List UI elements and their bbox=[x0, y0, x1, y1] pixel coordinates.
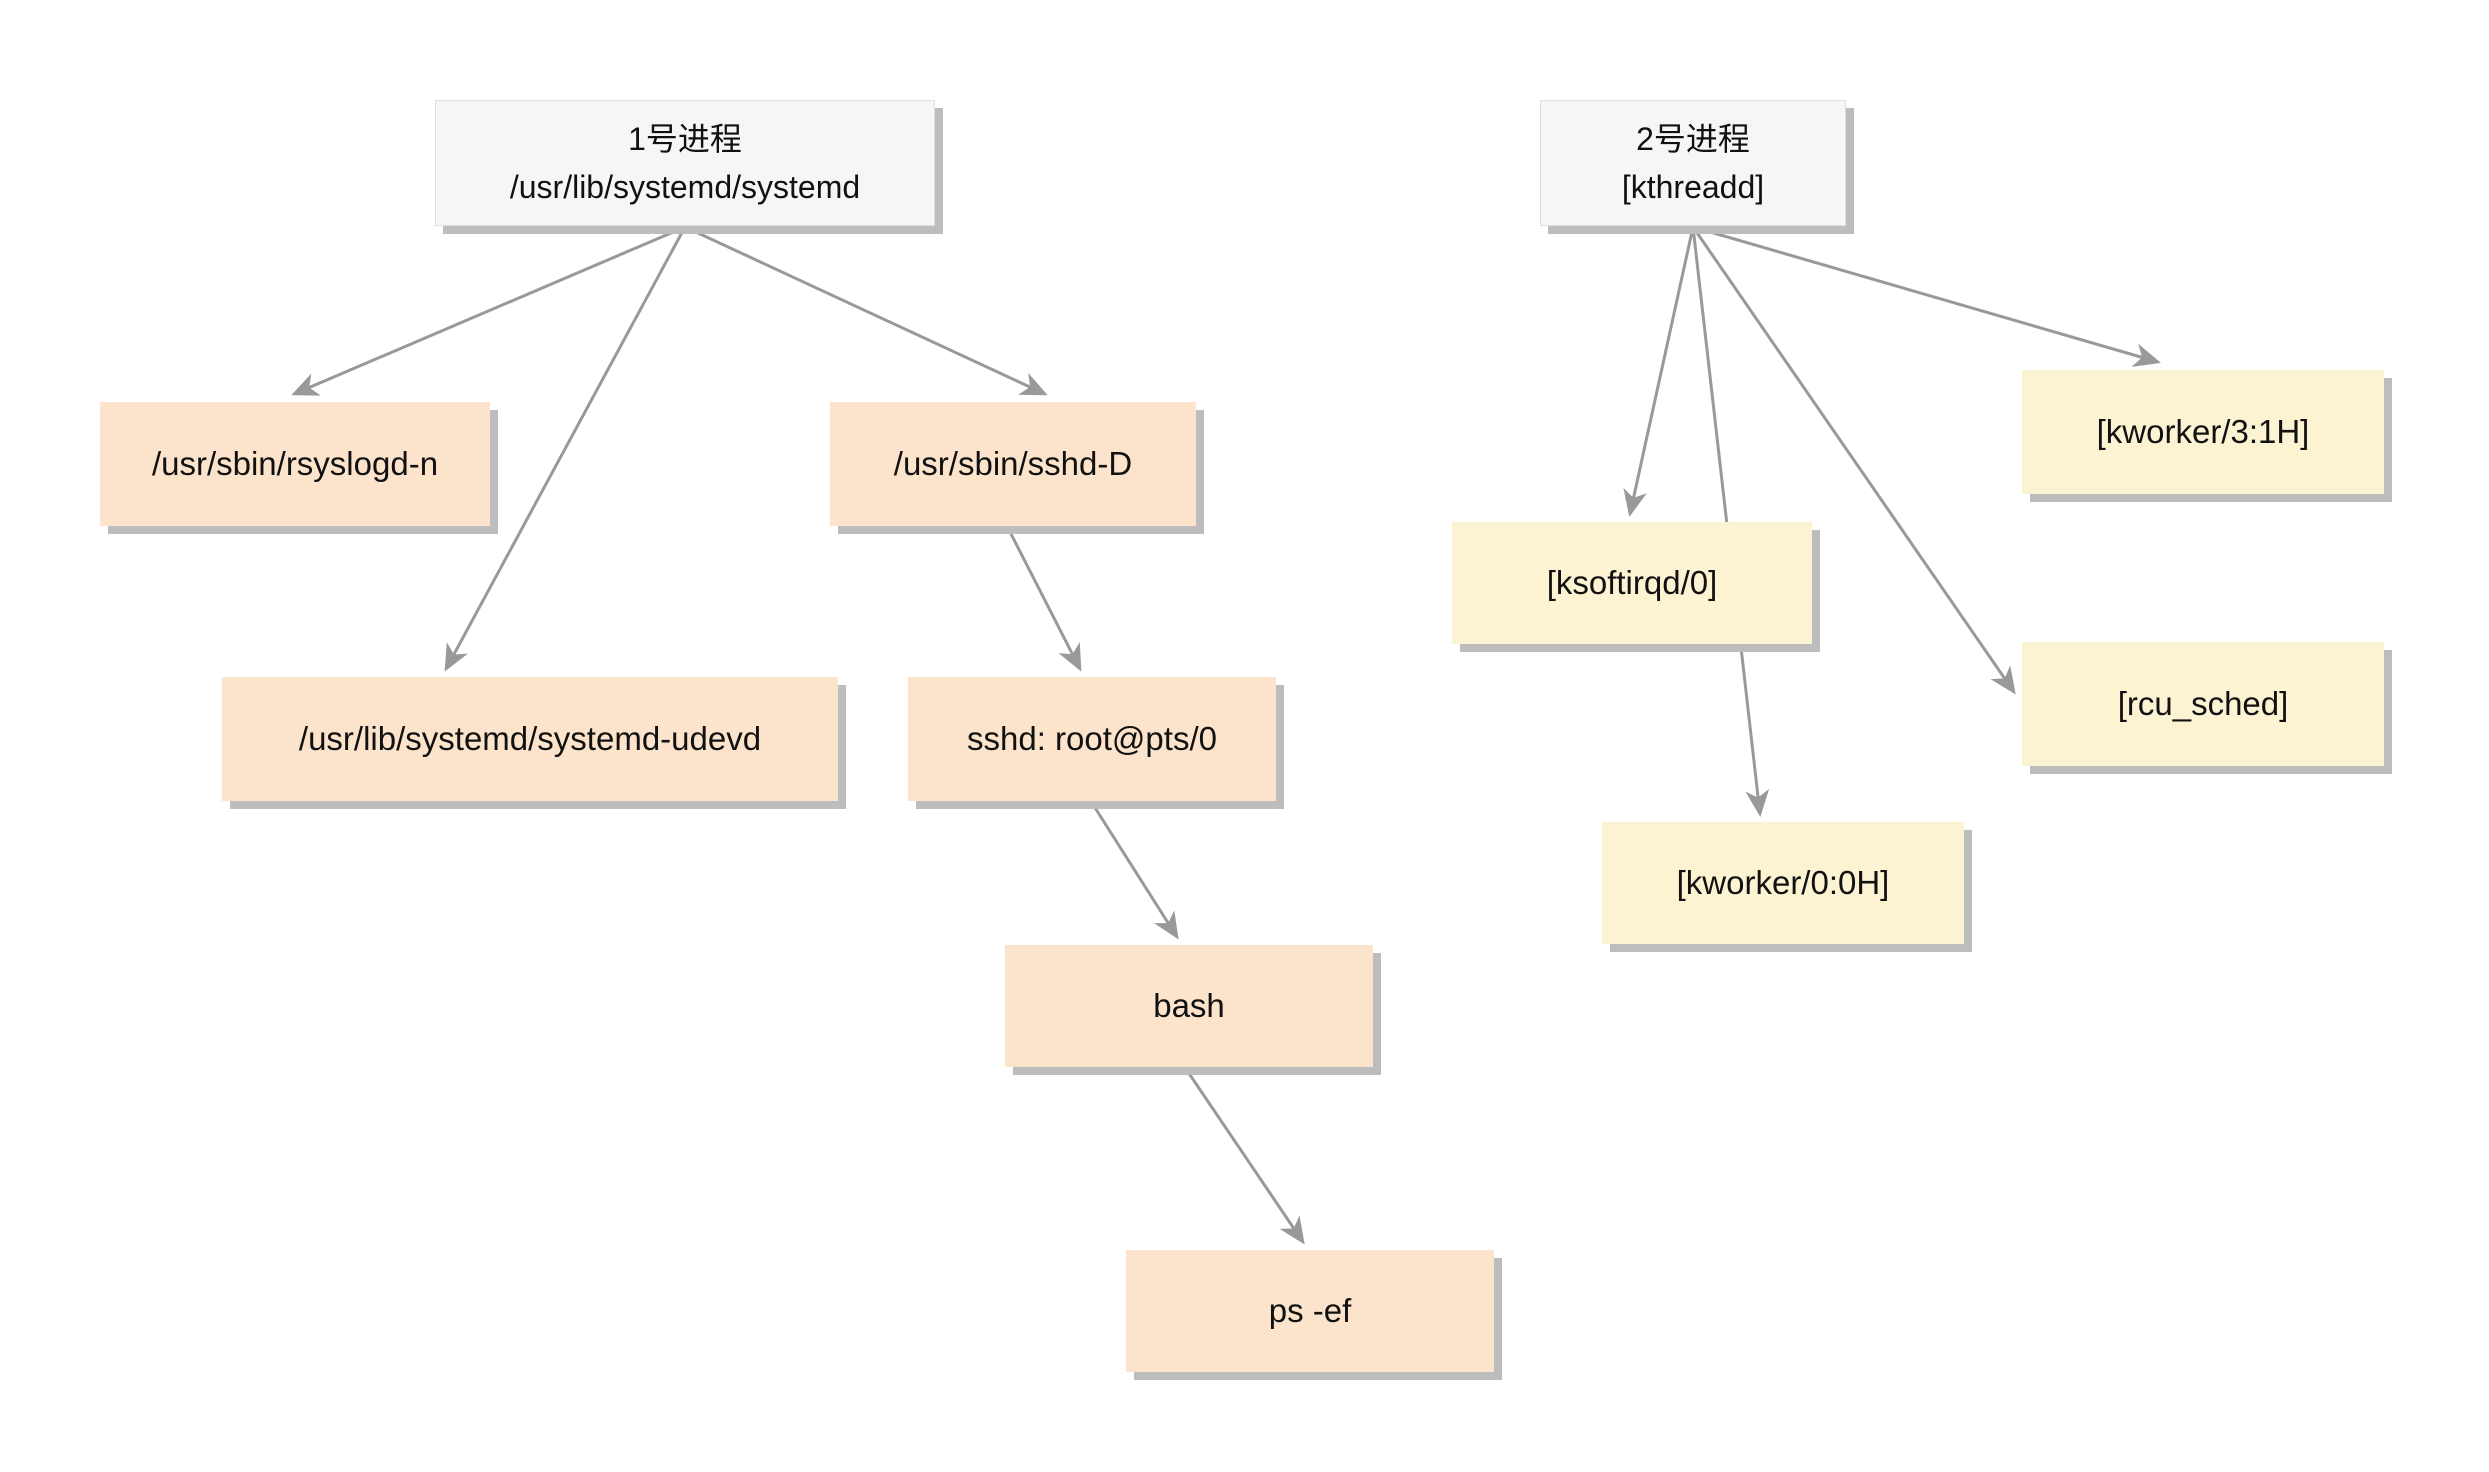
node-label: 1号进程 bbox=[628, 121, 742, 157]
process-node-systemd: 1号进程/usr/lib/systemd/systemd bbox=[435, 100, 935, 226]
edge-kthreadd-to-rcu-sched bbox=[1691, 226, 2016, 695]
process-node-sshd: /usr/sbin/sshd-D bbox=[830, 402, 1196, 526]
process-node-kworker-0-0h: [kworker/0:0H] bbox=[1602, 822, 1964, 944]
node-label: 2号进程 bbox=[1636, 121, 1750, 157]
node-label: /usr/lib/systemd/systemd-udevd bbox=[298, 720, 762, 758]
node-label: [rcu_sched] bbox=[2117, 685, 2289, 723]
edge-systemd-to-udevd bbox=[444, 226, 687, 672]
edge-kthreadd-to-kworker-3-1h bbox=[1692, 225, 2161, 367]
edge-systemd-to-rsyslogd bbox=[291, 225, 686, 396]
node-label: /usr/lib/systemd/systemd bbox=[509, 169, 861, 205]
node-label: [kthreadd] bbox=[1621, 169, 1765, 205]
node-label: [kworker/0:0H] bbox=[1676, 864, 1890, 902]
edge-systemd-to-sshd bbox=[684, 225, 1048, 396]
edge-bash-to-ps-ef bbox=[1184, 1068, 1305, 1245]
process-node-rsyslogd: /usr/sbin/rsyslogd-n bbox=[100, 402, 490, 526]
node-label: bash bbox=[1153, 987, 1225, 1025]
node-label: /usr/sbin/rsyslogd-n bbox=[151, 445, 439, 483]
node-label: sshd: root@pts/0 bbox=[967, 720, 1217, 758]
process-node-kthreadd: 2号进程 [kthreadd] bbox=[1540, 100, 1846, 226]
process-node-sshd-pts: sshd: root@pts/0 bbox=[908, 677, 1276, 801]
process-node-kworker-3-1h: [kworker/3:1H] bbox=[2022, 370, 2384, 494]
process-node-bash: bash bbox=[1005, 945, 1373, 1067]
edge-sshd-pts-to-bash bbox=[1090, 802, 1179, 940]
node-label: ps -ef bbox=[1268, 1292, 1352, 1330]
node-label: [ksoftirqd/0] bbox=[1546, 564, 1718, 602]
node-label: /usr/sbin/sshd-D bbox=[893, 445, 1133, 483]
process-node-ps-ef: ps -ef bbox=[1126, 1250, 1494, 1372]
process-node-rcu-sched: [rcu_sched] bbox=[2022, 642, 2384, 766]
edge-sshd-to-sshd-pts bbox=[1006, 527, 1082, 672]
edge-kthreadd-to-ksoftirqd bbox=[1623, 226, 1695, 517]
edge-kthreadd-to-kworker-0-0h bbox=[1691, 226, 1770, 817]
process-node-udevd: /usr/lib/systemd/systemd-udevd bbox=[222, 677, 838, 801]
node-label: [kworker/3:1H] bbox=[2096, 413, 2310, 451]
process-node-ksoftirqd: [ksoftirqd/0] bbox=[1452, 522, 1812, 644]
